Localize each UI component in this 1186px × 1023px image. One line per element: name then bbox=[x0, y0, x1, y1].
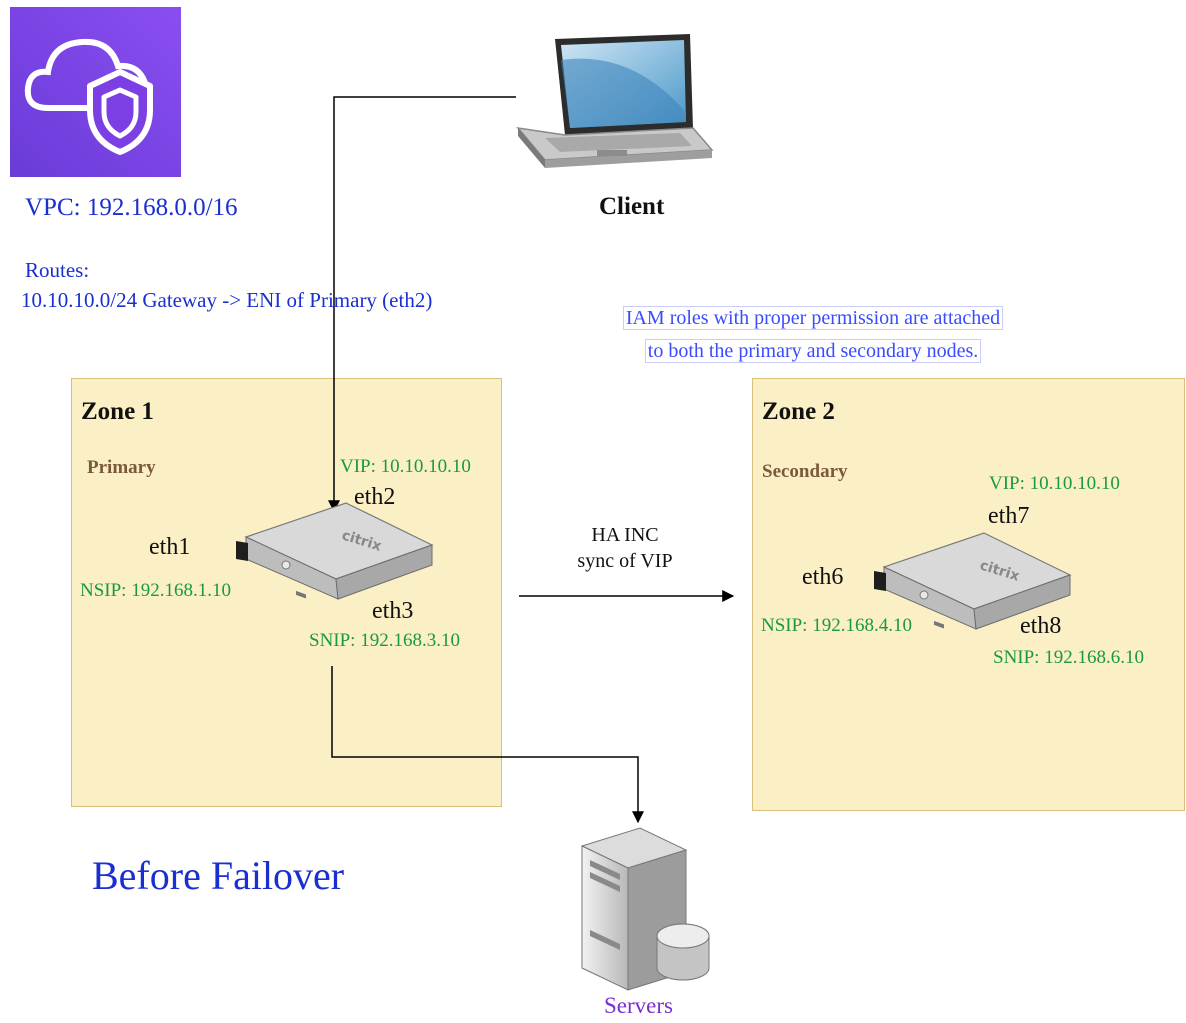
primary-to-servers-line bbox=[331, 666, 644, 824]
iam-note: IAM roles with proper permission are att… bbox=[578, 302, 1048, 368]
zone-2-role: Secondary bbox=[762, 461, 848, 482]
zone-1-box bbox=[71, 378, 502, 807]
zone-1-nsip: NSIP: 192.168.1.10 bbox=[80, 580, 231, 601]
zone-2-snip: SNIP: 192.168.6.10 bbox=[993, 647, 1144, 668]
zone-1-snip: SNIP: 192.168.3.10 bbox=[309, 630, 460, 651]
ha-link-line1: HA INC bbox=[591, 524, 659, 546]
zone-1-vip: VIP: 10.10.10.10 bbox=[340, 456, 471, 477]
ha-link-label: HA INC sync of VIP bbox=[560, 522, 690, 574]
vpc-label: VPC: 192.168.0.0/16 bbox=[25, 194, 238, 221]
zone-1-eth2: eth2 bbox=[354, 484, 396, 510]
iam-note-line1: IAM roles with proper permission are att… bbox=[622, 306, 1004, 330]
zone-2-eth8: eth8 bbox=[1020, 613, 1062, 639]
zone-1-eth3: eth3 bbox=[372, 598, 414, 624]
client-label: Client bbox=[599, 193, 665, 220]
zone-1-role: Primary bbox=[87, 457, 156, 478]
routes-entry: 10.10.10.0/24 Gateway -> ENI of Primary … bbox=[21, 288, 433, 312]
ha-link-line2: sync of VIP bbox=[577, 550, 673, 572]
iam-note-line2: to both the primary and secondary nodes. bbox=[644, 339, 982, 363]
client-laptop-icon bbox=[516, 34, 714, 168]
routes-title: Routes: bbox=[25, 258, 90, 282]
servers-label: Servers bbox=[604, 993, 673, 1018]
servers-icon bbox=[580, 827, 710, 991]
zone-1-title: Zone 1 bbox=[81, 398, 154, 425]
zone-2-title: Zone 2 bbox=[762, 398, 835, 425]
vpc-cloud-shield-icon bbox=[10, 7, 181, 177]
secondary-appliance-icon: citrix bbox=[874, 532, 1072, 630]
zone-2-vip: VIP: 10.10.10.10 bbox=[989, 473, 1120, 494]
zone-2-nsip: NSIP: 192.168.4.10 bbox=[761, 615, 912, 636]
zone-2-eth7: eth7 bbox=[988, 503, 1030, 529]
primary-appliance-icon: citrix bbox=[236, 502, 434, 600]
client-to-primary-line bbox=[328, 96, 516, 513]
zone-1-eth1: eth1 bbox=[149, 534, 191, 560]
diagram-caption: Before Failover bbox=[92, 853, 345, 898]
zone-2-eth6: eth6 bbox=[802, 564, 844, 590]
